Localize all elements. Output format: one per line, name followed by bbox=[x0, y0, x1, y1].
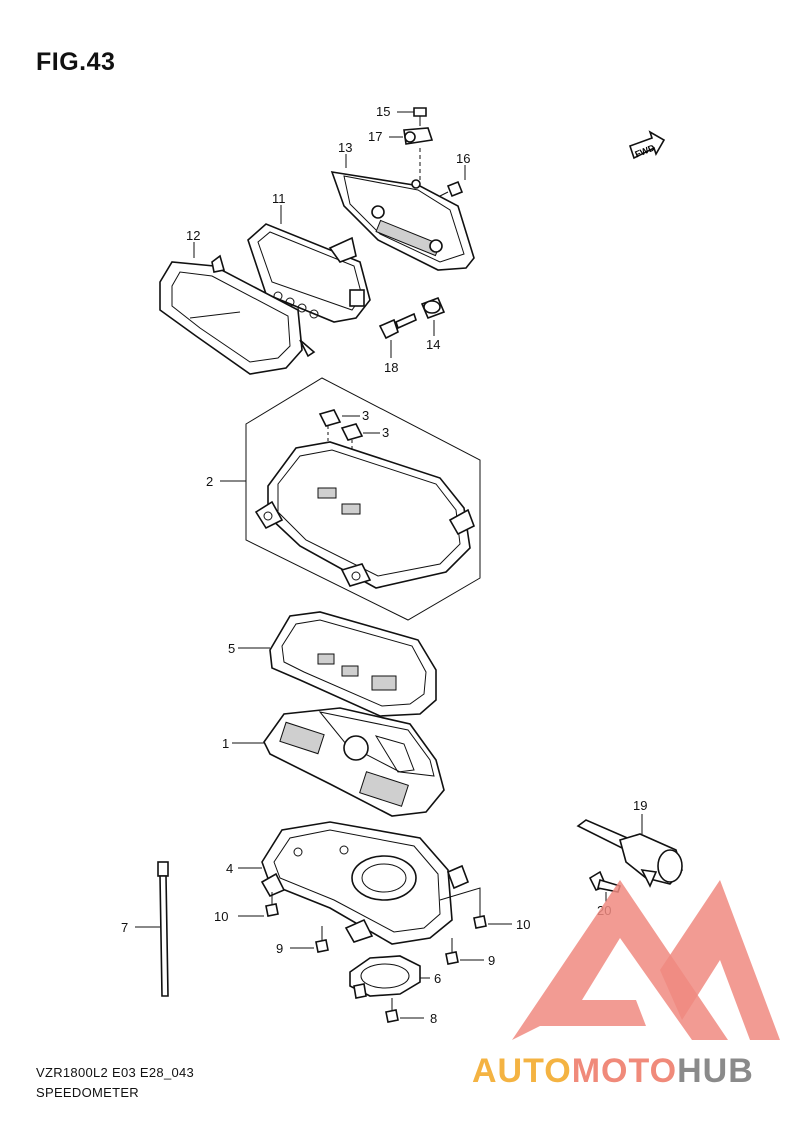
callout-3-top: 3 bbox=[362, 408, 369, 423]
callout-11: 11 bbox=[272, 191, 286, 206]
figure-code: VZR1800L2 E03 E28_043 bbox=[36, 1065, 195, 1080]
callout-8: 8 bbox=[430, 1011, 437, 1026]
callout-14: 14 bbox=[426, 337, 440, 352]
figure-footer: VZR1800L2 E03 E28_043 SPEEDOMETER bbox=[36, 1063, 194, 1103]
part-13-bracket bbox=[330, 154, 475, 271]
part-3-knobs bbox=[318, 409, 380, 506]
logo-text-auto: AUTO bbox=[472, 1052, 572, 1090]
fwd-arrow-badge: FWD bbox=[628, 130, 666, 159]
part-12-cover bbox=[159, 242, 316, 375]
part-18-bolt bbox=[378, 312, 417, 358]
callout-18: 18 bbox=[384, 360, 398, 375]
callout-13: 13 bbox=[338, 140, 352, 155]
callout-15: 15 bbox=[376, 104, 390, 119]
part-14-grommet bbox=[420, 296, 446, 336]
callout-5: 5 bbox=[228, 641, 235, 656]
logo-text-moto: MOTO bbox=[572, 1052, 677, 1090]
callout-19: 19 bbox=[633, 798, 647, 813]
callout-3-bottom: 3 bbox=[382, 425, 389, 440]
callout-1: 1 bbox=[222, 736, 229, 751]
logo-text-hub: HUB bbox=[677, 1052, 754, 1090]
part-19-speed-sensor bbox=[576, 814, 683, 888]
callout-9-left: 9 bbox=[276, 941, 283, 956]
part-9-screws bbox=[290, 926, 484, 965]
part-7-cable-tie bbox=[135, 861, 169, 997]
figure-name: SPEEDOMETER bbox=[36, 1085, 139, 1100]
callout-4: 4 bbox=[226, 861, 233, 876]
part-8-screw bbox=[385, 998, 424, 1023]
callout-16: 16 bbox=[456, 151, 470, 166]
callout-9-right: 9 bbox=[488, 953, 495, 968]
callout-17: 17 bbox=[368, 129, 382, 144]
callout-10-left: 10 bbox=[214, 909, 228, 924]
callout-labels: 15 17 13 16 11 12 14 18 3 3 2 5 1 19 20 … bbox=[121, 104, 647, 1026]
callout-12: 12 bbox=[186, 228, 200, 243]
part-1-meter-unit bbox=[232, 707, 445, 817]
automotohub-watermark-logo: AUTOMOTOHUB bbox=[472, 880, 780, 1090]
part-17-clamp bbox=[389, 127, 434, 182]
callout-6: 6 bbox=[434, 971, 441, 986]
part-4-lower-case bbox=[238, 821, 481, 945]
svg-text:AUTOMOTOHUB: AUTOMOTOHUB bbox=[472, 1052, 754, 1090]
part-15-screw bbox=[397, 107, 427, 126]
part-11-housing bbox=[247, 205, 371, 323]
part-2-assembly-boundary bbox=[220, 377, 481, 621]
part-16-bolt bbox=[439, 165, 466, 198]
part-10-screws bbox=[238, 892, 512, 929]
part-6-ring bbox=[349, 955, 430, 999]
part-2-meter-case bbox=[254, 441, 476, 589]
callout-2: 2 bbox=[206, 474, 213, 489]
callout-7: 7 bbox=[121, 920, 128, 935]
callout-10-right: 10 bbox=[516, 917, 530, 932]
figure-title: FIG.43 bbox=[36, 48, 116, 76]
part-5-gasket bbox=[238, 611, 437, 717]
